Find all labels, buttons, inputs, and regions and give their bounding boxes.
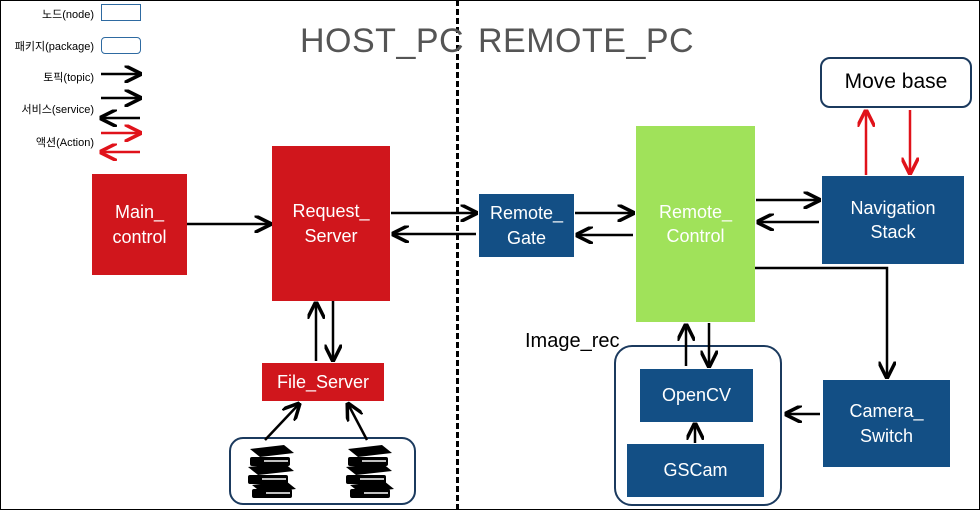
file-server-node: File_Server: [262, 363, 384, 401]
books-icon: [346, 445, 394, 498]
remote-pc-title: REMOTE_PC: [478, 22, 695, 60]
camera-switch-node: Camera_ Switch: [823, 380, 950, 467]
move-base-node: Move base: [820, 57, 972, 108]
main-control-node: Main_ control: [92, 174, 187, 275]
gscam-node: GSCam: [627, 444, 764, 497]
legend-package-box: [101, 37, 141, 54]
legend-node-label: 노드(node): [41, 9, 94, 21]
files-package: [229, 437, 416, 505]
remote-control-node: Remote_ Control: [636, 126, 755, 322]
image-rec-label: Image_rec: [525, 330, 620, 352]
legend-service-label: 서비스(service): [21, 104, 94, 116]
legend-node-box: [101, 4, 141, 21]
books-to-file-arrow-left: [264, 404, 299, 441]
image-rec-package: [614, 345, 782, 506]
request-server-node: Request_ Server: [272, 146, 390, 301]
books-icon: [248, 445, 296, 498]
navigation-stack-node: Navigation Stack: [822, 176, 964, 264]
legend-package-label: 패키지(package): [14, 41, 94, 53]
opencv-node: OpenCV: [640, 369, 753, 422]
legend-action-label: 액션(Action): [35, 137, 94, 149]
remote-gate-node: Remote_ Gate: [479, 194, 574, 257]
host-pc-title: HOST_PC: [300, 22, 465, 60]
control-to-camera-arrow: [755, 266, 887, 377]
host-remote-divider: [456, 0, 459, 510]
books-to-file-arrow-right: [348, 404, 369, 441]
legend-topic-label: 토픽(topic): [43, 72, 94, 84]
